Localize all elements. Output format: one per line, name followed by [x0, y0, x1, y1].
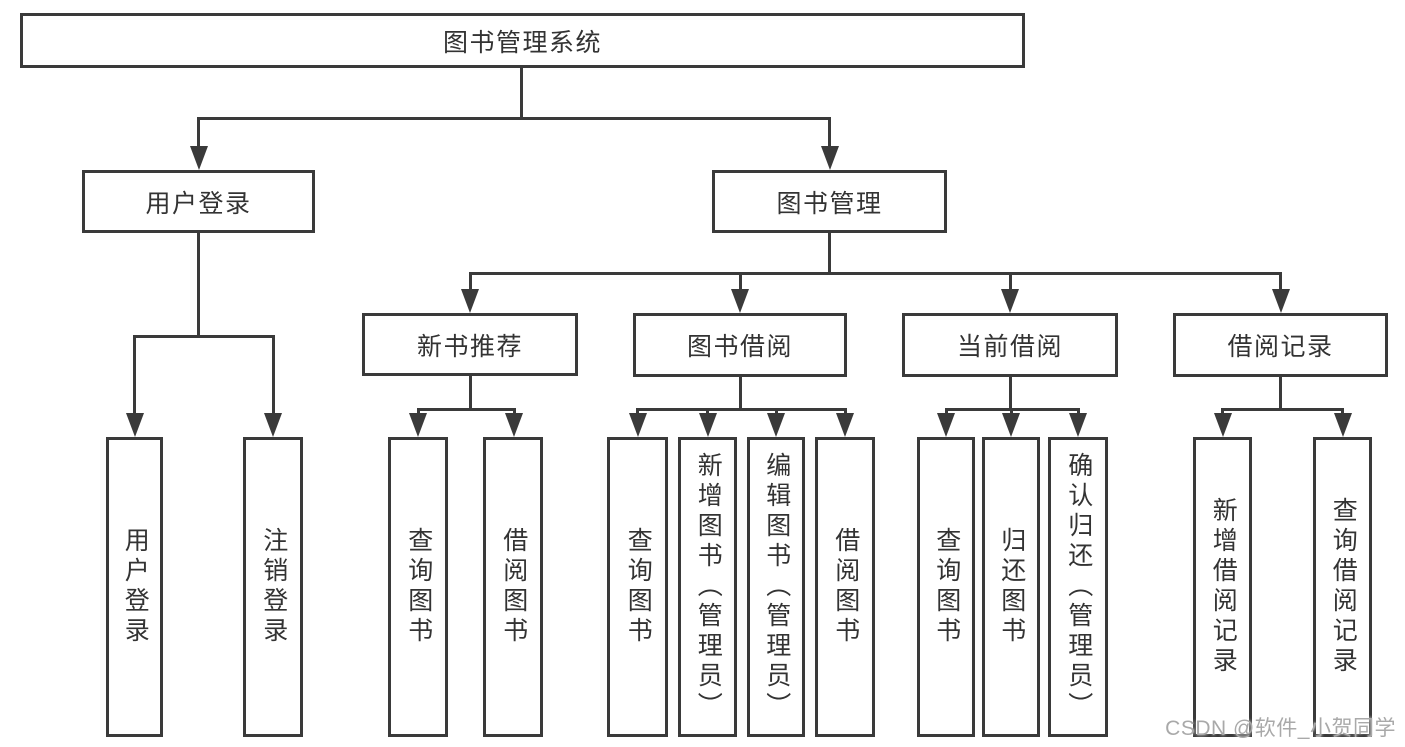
- connector-line: [828, 233, 831, 274]
- connector-line: [416, 408, 516, 411]
- node-label: 新书推荐: [416, 332, 523, 361]
- connector-line: [1008, 272, 1012, 291]
- leaf-borrow-books: 借阅图书: [815, 437, 875, 737]
- node-book-management: 图书管理: [712, 170, 947, 233]
- connector-arrowhead: [937, 413, 955, 437]
- connector-line: [197, 117, 831, 120]
- connector-line: [468, 376, 472, 410]
- connector-arrowhead: [409, 413, 427, 437]
- connector-line: [271, 335, 275, 415]
- connector-line: [828, 117, 831, 149]
- connector-line: [1341, 408, 1344, 417]
- leaf-user-login: 用户登录: [106, 437, 163, 737]
- leaf-query-books-borrowing: 查询图书: [607, 437, 668, 737]
- connector-arrowhead: [125, 413, 144, 437]
- connector-line: [468, 272, 1282, 275]
- connector-arrowhead: [189, 146, 208, 170]
- node-label: 查询图书: [624, 527, 653, 647]
- node-label: 查询借阅记录: [1329, 497, 1358, 677]
- node-user-login: 用户登录: [82, 170, 315, 233]
- connector-line: [1221, 408, 1224, 417]
- connector-arrowhead: [836, 413, 854, 437]
- connector-line: [512, 408, 516, 417]
- leaf-query-borrow-record: 查询借阅记录: [1313, 437, 1372, 737]
- node-label: 借阅图书: [499, 527, 528, 647]
- connector-line: [843, 408, 847, 417]
- node-label: 确认归还（管理员）: [1064, 452, 1093, 722]
- node-current-borrowing: 当前借阅: [902, 313, 1118, 377]
- connector-line: [197, 117, 200, 149]
- node-label: 注销登录: [259, 527, 288, 647]
- csdn-watermark: CSDN @软件_小贺同学: [1165, 717, 1396, 740]
- connector-line: [1279, 377, 1282, 410]
- connector-line: [636, 408, 639, 417]
- connector-line: [1279, 272, 1282, 291]
- connector-arrowhead: [1069, 413, 1087, 437]
- connector-arrowhead: [731, 289, 749, 313]
- leaf-borrow-books-recommend: 借阅图书: [483, 437, 543, 737]
- node-label: 图书管理: [776, 189, 883, 218]
- connector-line: [468, 272, 472, 291]
- leaf-return-books: 归还图书: [982, 437, 1040, 737]
- connector-line: [133, 335, 275, 338]
- node-label: 查询图书: [932, 527, 961, 647]
- connector-line: [1008, 377, 1012, 410]
- node-label: 新增借阅记录: [1209, 497, 1238, 677]
- connector-arrowhead: [767, 413, 785, 437]
- connector-arrowhead: [820, 146, 839, 170]
- connector-line: [706, 408, 709, 417]
- leaf-query-books-current: 查询图书: [917, 437, 975, 737]
- connector-arrowhead: [1213, 413, 1232, 437]
- connector-arrowhead: [1333, 413, 1352, 437]
- node-label: 借阅记录: [1227, 333, 1334, 361]
- connector-line: [636, 408, 847, 411]
- connector-line: [197, 233, 200, 337]
- connector-arrowhead: [1001, 289, 1019, 313]
- connector-line: [774, 408, 778, 417]
- leaf-add-books-admin: 新增图书（管理员）: [678, 437, 737, 737]
- node-book-borrowing: 图书借阅: [633, 313, 847, 377]
- connector-line: [1009, 408, 1013, 417]
- connector-line: [944, 408, 948, 417]
- connector-arrowhead: [264, 413, 282, 437]
- leaf-confirm-return-admin: 确认归还（管理员）: [1048, 437, 1108, 737]
- connector-arrowhead: [628, 413, 647, 437]
- connector-line: [738, 272, 742, 291]
- connector-line: [1076, 408, 1080, 417]
- connector-line: [416, 408, 420, 417]
- node-label: 用户登录: [145, 189, 252, 218]
- node-borrowing-records: 借阅记录: [1173, 313, 1388, 377]
- leaf-query-books-recommend: 查询图书: [388, 437, 448, 737]
- node-new-book-recommend: 新书推荐: [362, 313, 578, 376]
- connector-line: [133, 335, 136, 415]
- node-label: 当前借阅: [956, 333, 1063, 361]
- leaf-logout: 注销登录: [243, 437, 303, 737]
- node-label: 新增图书（管理员）: [694, 452, 723, 722]
- node-library-management-system: 图书管理系统: [20, 13, 1025, 68]
- connector-arrowhead: [461, 289, 479, 313]
- node-label: 编辑图书（管理员）: [762, 452, 791, 722]
- connector-arrowhead: [1002, 413, 1020, 437]
- connector-line: [519, 68, 523, 120]
- node-label: 图书管理系统: [442, 28, 602, 57]
- connector-arrowhead: [698, 413, 717, 437]
- node-label: 查询图书: [404, 527, 433, 647]
- node-label: 用户登录: [121, 527, 150, 647]
- connector-line: [1221, 408, 1344, 411]
- connector-arrowhead: [505, 413, 523, 437]
- leaf-add-borrow-record: 新增借阅记录: [1193, 437, 1252, 737]
- node-label: 借阅图书: [831, 527, 860, 647]
- connector-line: [738, 377, 742, 410]
- leaf-edit-books-admin: 编辑图书（管理员）: [747, 437, 805, 737]
- node-label: 归还图书: [997, 527, 1026, 647]
- node-label: 图书借阅: [686, 333, 793, 361]
- connector-arrowhead: [1271, 289, 1290, 313]
